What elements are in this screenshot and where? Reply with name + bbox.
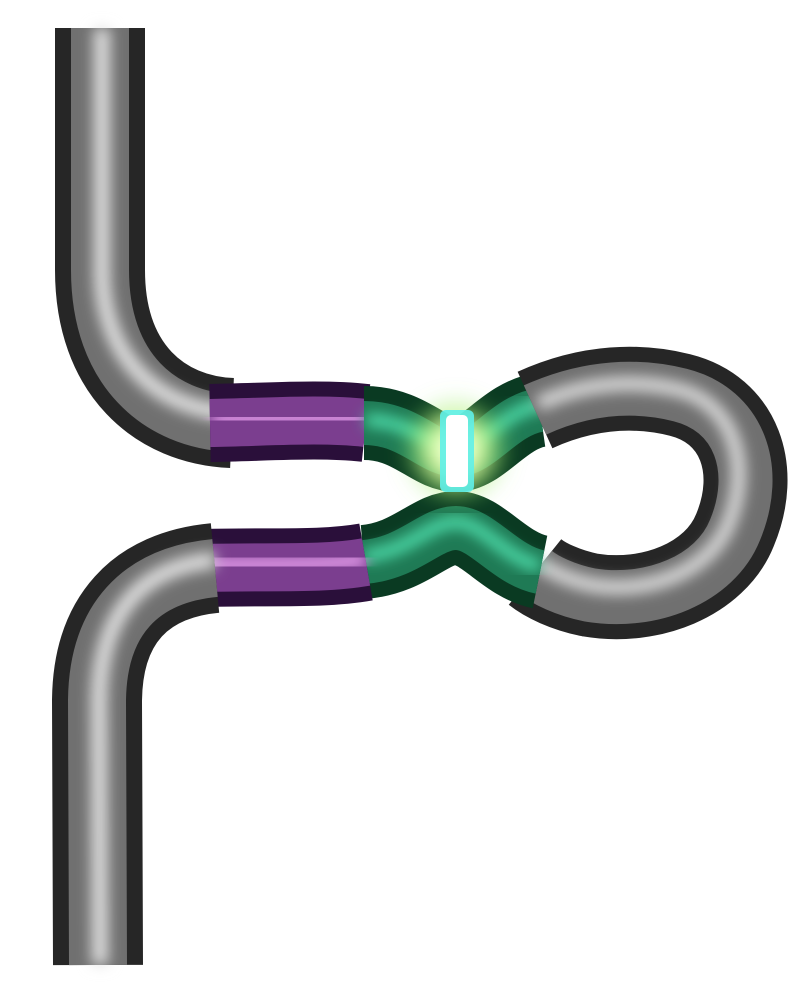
lower-tube: [51, 523, 221, 966]
loop-tube: [508, 346, 788, 640]
lower-tube-highlight: [90, 552, 216, 966]
upper-purple-highlight: [211, 410, 367, 427]
lower-segment-purple: [203, 523, 373, 607]
upper-strand: [55, 28, 549, 493]
lower-strand: [51, 490, 550, 966]
lower-purple-highlight: [206, 552, 368, 572]
lower-green-highlight: [363, 515, 542, 572]
junction-glow: [401, 395, 511, 505]
upper-segment-purple: [209, 381, 371, 462]
loop-tube-highlight: [533, 376, 746, 595]
upper-tube-highlight: [94, 28, 233, 421]
upper-tube: [55, 28, 236, 468]
lower-segment-green: [358, 490, 550, 609]
junction-core: [446, 415, 468, 487]
